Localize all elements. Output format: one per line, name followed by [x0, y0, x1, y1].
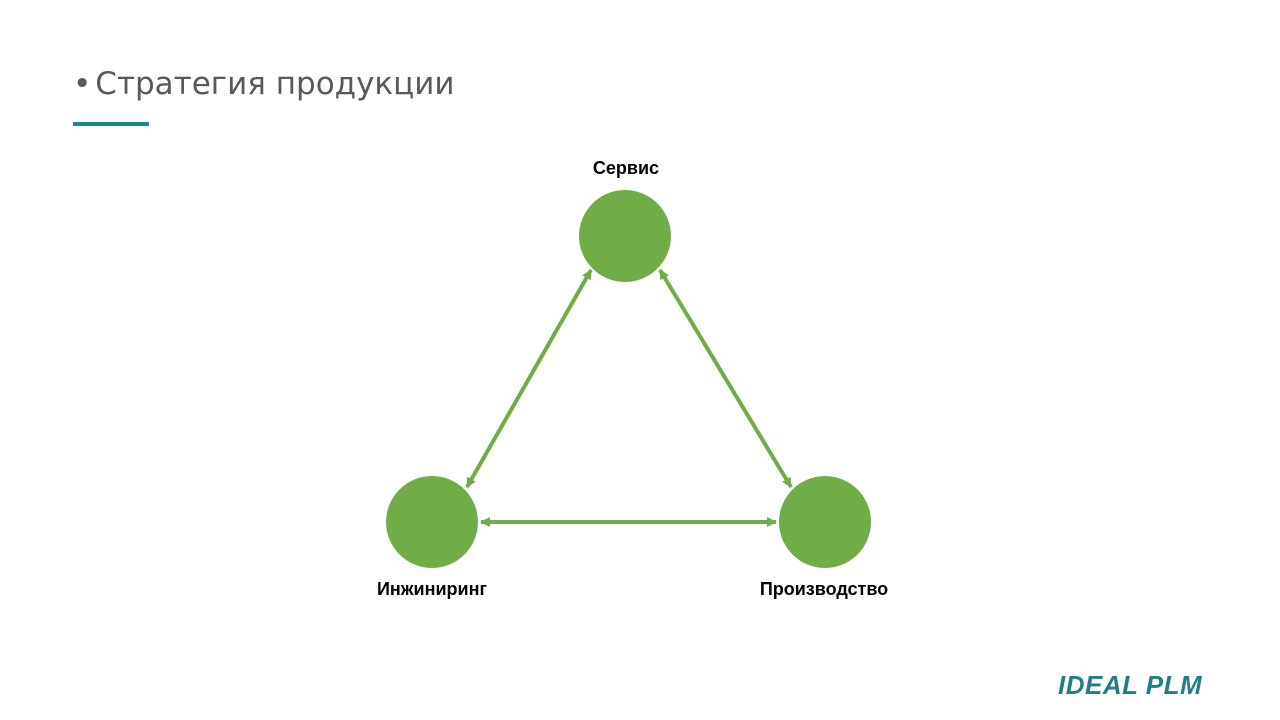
edge-service-production	[658, 268, 793, 489]
edge-service-engineering	[465, 269, 593, 488]
node-label-production: Производство	[759, 579, 889, 599]
ideal-plm-logo: IDEAL PLM	[1058, 670, 1203, 700]
slide-title: •Стратегия продукции	[73, 66, 455, 102]
title-text: Стратегия продукции	[95, 66, 455, 102]
title-underline	[73, 122, 149, 126]
node-label-engineering: Инжиниринг	[376, 579, 487, 599]
node-label-service: Сервис	[592, 158, 660, 178]
node-production	[779, 476, 871, 568]
node-engineering	[386, 476, 478, 568]
node-service	[579, 190, 671, 282]
title-bullet: •	[73, 66, 92, 102]
